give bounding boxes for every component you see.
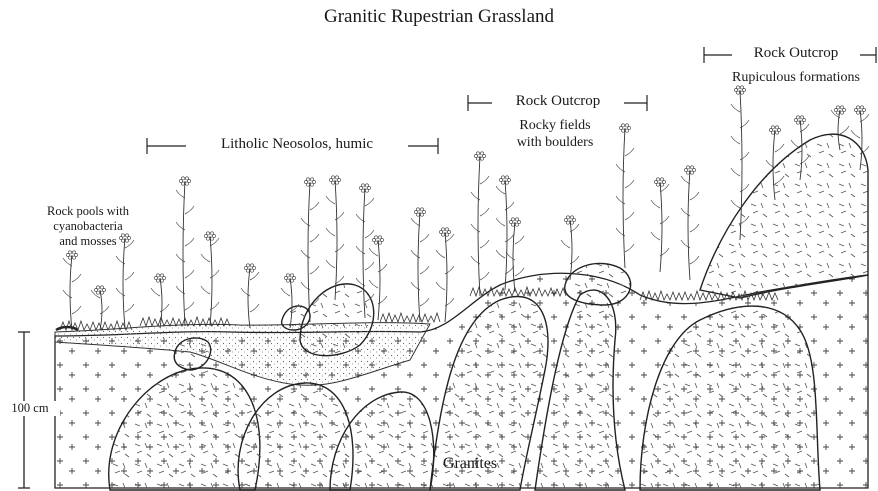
- rupiculous-formations-label: Rupiculous formations: [716, 69, 876, 86]
- plant: [241, 264, 259, 328]
- plant: [326, 176, 344, 300]
- rocky-fields-line: Rocky fields: [480, 117, 630, 134]
- plant: [436, 228, 454, 322]
- litholic-soils-label: Litholic Neosolos, humic: [186, 136, 408, 153]
- plant: [471, 152, 489, 296]
- plant: [411, 208, 429, 322]
- granites-label: Granites: [420, 455, 520, 473]
- plant: [176, 177, 194, 326]
- rock-outcrop-1-sublabel: Rocky fields with boulders: [480, 117, 630, 151]
- plant: [681, 166, 699, 280]
- rock-pools-label: Rock pools with cyanobacteria and mosses: [28, 204, 148, 249]
- plant: [496, 176, 514, 290]
- granite-boulders: [109, 134, 868, 490]
- scale-label: 100 cm: [0, 401, 60, 416]
- rock-outcrop-2-label: Rock Outcrop: [732, 45, 860, 62]
- plant: [201, 232, 219, 326]
- rock-pools-line-1: Rock pools with: [28, 204, 148, 219]
- plant: [651, 178, 669, 272]
- with-boulders-line: with boulders: [480, 134, 630, 151]
- diagram-title: Granitic Rupestrian Grassland: [0, 6, 878, 28]
- rock-outcrop-1-label: Rock Outcrop: [492, 93, 624, 110]
- rock-pools-line-3: and mosses: [28, 234, 148, 249]
- plant: [63, 251, 81, 330]
- rock-pools-line-2: cyanobacteria: [28, 219, 148, 234]
